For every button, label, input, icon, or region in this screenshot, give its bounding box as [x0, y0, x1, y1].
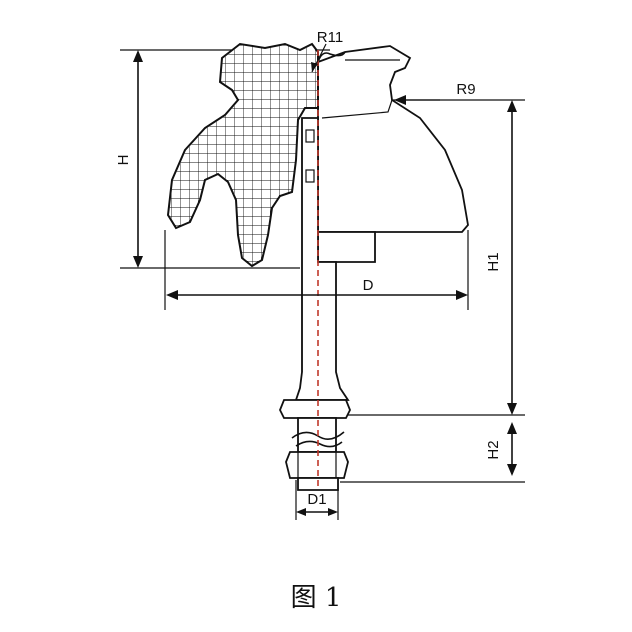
stem-block	[317, 231, 376, 263]
pin-slot-lower	[305, 169, 315, 183]
shell-inner-line	[321, 99, 393, 119]
leader-r11	[311, 43, 327, 73]
pin-collar	[279, 399, 351, 419]
label-d: D	[363, 277, 374, 294]
dimension-h	[133, 50, 143, 268]
dimension-h2	[507, 422, 517, 476]
dimension-h1	[507, 100, 517, 415]
pin-slot-upper	[305, 129, 315, 143]
leader-r9	[394, 95, 440, 105]
label-d1: D1	[307, 491, 326, 508]
dimension-d	[166, 290, 468, 300]
insulator-shell-right	[317, 45, 469, 233]
label-r9: R9	[456, 81, 475, 98]
figure-caption: 图 1	[291, 583, 342, 613]
dimension-d1	[296, 508, 338, 516]
pin-nut	[285, 451, 349, 479]
insulator-section-left	[166, 42, 319, 268]
label-h2: H2	[485, 440, 502, 459]
thread-curve-2	[295, 440, 343, 448]
cap-outline	[317, 51, 346, 63]
label-r11: R11	[317, 29, 343, 46]
label-h: H	[115, 155, 132, 166]
thread-curve-1	[291, 431, 345, 440]
label-h1: H1	[485, 252, 502, 271]
